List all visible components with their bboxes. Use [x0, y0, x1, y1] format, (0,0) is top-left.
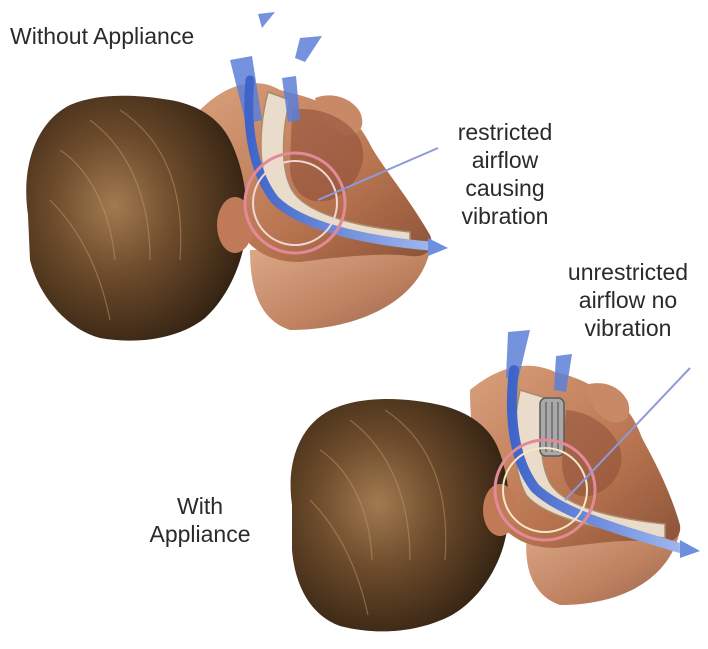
label-restricted-airflow: restricted airflow causing vibration	[430, 118, 580, 230]
head-without-appliance	[26, 12, 448, 341]
ear	[217, 197, 253, 253]
airflow-arrowhead-without	[428, 238, 448, 256]
airflow-arrowhead-with	[680, 540, 700, 558]
label-unrestricted-airflow: unrestricted airflow no vibration	[548, 258, 708, 342]
hair	[26, 96, 247, 341]
head-with-appliance	[291, 330, 700, 631]
label-with-appliance: With Appliance	[130, 492, 270, 548]
label-without-appliance: Without Appliance	[10, 22, 194, 50]
